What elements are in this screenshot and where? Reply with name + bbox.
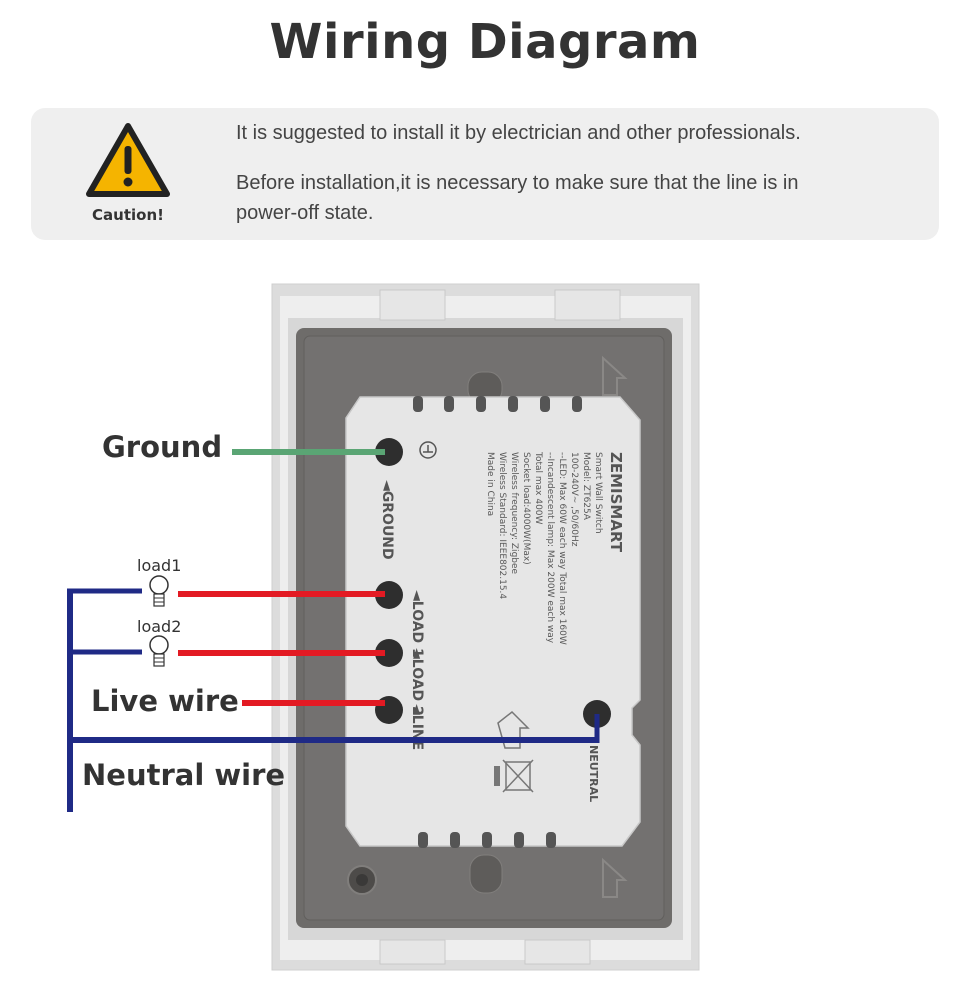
spec-line: Total max 400W xyxy=(533,451,543,525)
load1-terminal xyxy=(375,581,403,609)
spec-line: 100-240V~ ,50/60Hz xyxy=(569,452,579,547)
spec-line: Smart Wall Switch xyxy=(593,452,603,534)
live-wire-label: Live wire xyxy=(91,684,239,718)
neutral-wire xyxy=(67,588,600,812)
line-terminal-label: ◄LINE xyxy=(409,704,425,750)
ground-terminal xyxy=(375,438,403,466)
spec-line: Socket load:4000W(Max) xyxy=(521,452,531,565)
load1-label: load1 xyxy=(137,556,182,575)
spec-line: Wireless frequency: Zigbee xyxy=(509,452,519,575)
caution-panel: Caution! It is suggested to install it b… xyxy=(31,108,939,240)
ground-terminal-label: ◄GROUND xyxy=(379,480,395,560)
no-trash-bin-icon xyxy=(494,759,534,793)
brand-name: ZEMISMART xyxy=(607,452,625,553)
spec-line: Wireless Standard: IEEE802.15.4 xyxy=(497,452,507,599)
spec-line: Model: ZT625A xyxy=(581,452,591,521)
caution-text-1: It is suggested to install it by electri… xyxy=(236,122,801,144)
neutral-wire-label: Neutral wire xyxy=(82,758,286,792)
load1-terminal-label: ◄LOAD 1 xyxy=(409,590,425,658)
warning-triangle-icon xyxy=(86,123,170,197)
spec-line: --Incandescent lamp: Max 200W each way xyxy=(545,452,555,644)
caution-text-2: Before installation,it is necessary to m… xyxy=(236,172,799,224)
load2-label: load2 xyxy=(137,617,182,636)
load2-terminal xyxy=(375,639,403,667)
spec-line: --LED: Max 60W each way Total max 160W xyxy=(557,452,567,645)
spec-line: Made in China xyxy=(485,452,495,516)
caution-label: Caution! xyxy=(92,206,164,224)
load2-terminal-label: ◄LOAD 2 xyxy=(409,648,425,716)
bulb-icon xyxy=(149,575,169,607)
ground-label: Ground xyxy=(102,430,223,464)
neutral-terminal-label: NEUTRAL xyxy=(587,745,600,802)
page-title: Wiring Diagram xyxy=(269,14,701,70)
bulb-icon xyxy=(149,635,169,667)
switch-module: ◄GROUND ◄LOAD 1 ◄LOAD 2 ◄LINE NEUTRAL ZE… xyxy=(345,396,641,848)
